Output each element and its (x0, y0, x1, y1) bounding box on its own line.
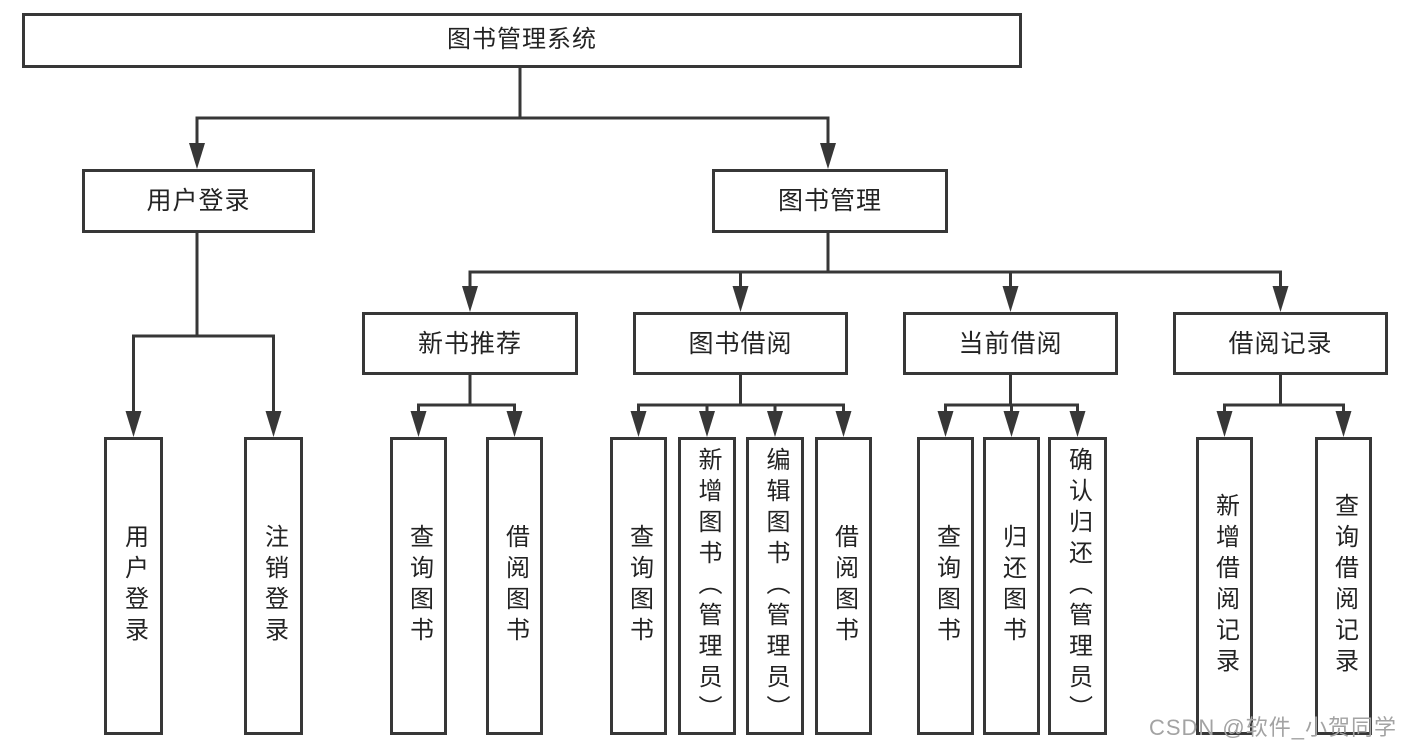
node-root-library-system: 图书管理系统 (22, 13, 1022, 68)
csdn-watermark: CSDN @软件_小贺同学 (1148, 715, 1397, 740)
node-leaf-query-books-recommend-label: 查询图书 (405, 524, 433, 648)
node-leaf-add-books-admin: 新增图书（管理员） (678, 437, 736, 735)
node-new-book-recommend-label: 新书推荐 (417, 329, 522, 358)
node-leaf-user-login: 用户登录 (104, 437, 163, 735)
node-leaf-query-borrow-record-label: 查询借阅记录 (1330, 493, 1358, 679)
connector-user-login-children (125, 233, 282, 437)
node-leaf-edit-books-admin: 编辑图书（管理员） (746, 437, 804, 735)
node-leaf-query-books-borrowing: 查询图书 (610, 437, 667, 735)
node-book-management-label: 图书管理 (777, 187, 882, 215)
node-leaf-query-books-current-label: 查询图书 (932, 524, 960, 648)
node-leaf-confirm-return-admin-label: 确认归还（管理员） (1064, 446, 1092, 726)
node-leaf-return-books: 归还图书 (983, 437, 1040, 735)
connector-borrowing-records-children (1216, 375, 1352, 437)
node-book-borrowing-label: 图书借阅 (688, 329, 793, 358)
node-leaf-query-books-recommend: 查询图书 (390, 437, 447, 735)
connector-new-book-children (410, 375, 523, 437)
node-leaf-query-books-current: 查询图书 (917, 437, 974, 735)
node-leaf-edit-books-admin-label: 编辑图书（管理员） (762, 446, 789, 726)
node-root-label: 图书管理系统 (447, 26, 597, 54)
node-current-borrowing-label: 当前借阅 (958, 329, 1063, 358)
node-leaf-borrow-books-recommend-label: 借阅图书 (501, 524, 529, 648)
node-leaf-add-books-admin-label: 新增图书（管理员） (694, 446, 721, 726)
node-leaf-add-borrow-record-label: 新增借阅记录 (1211, 493, 1239, 679)
node-borrowing-records: 借阅记录 (1173, 312, 1388, 375)
node-leaf-confirm-return-admin: 确认归还（管理员） (1048, 437, 1107, 735)
node-leaf-add-borrow-record: 新增借阅记录 (1196, 437, 1253, 735)
connector-book-borrowing-children (630, 375, 852, 437)
connector-current-borrowing-children (937, 375, 1086, 437)
node-leaf-borrow-books-recommend: 借阅图书 (486, 437, 543, 735)
node-user-login-label: 用户登录 (146, 187, 251, 215)
connector-book-management-children (462, 233, 1289, 312)
node-current-borrowing: 当前借阅 (903, 312, 1118, 375)
node-book-management: 图书管理 (712, 169, 948, 233)
node-leaf-query-borrow-record: 查询借阅记录 (1315, 437, 1372, 735)
node-user-login: 用户登录 (82, 169, 315, 233)
node-book-borrowing: 图书借阅 (633, 312, 848, 375)
node-leaf-logout-label: 注销登录 (260, 524, 288, 648)
node-leaf-user-login-label: 用户登录 (120, 524, 148, 648)
node-leaf-logout: 注销登录 (244, 437, 303, 735)
node-leaf-borrow-books: 借阅图书 (815, 437, 872, 735)
node-borrowing-records-label: 借阅记录 (1228, 329, 1333, 358)
node-leaf-borrow-books-label: 借阅图书 (830, 524, 858, 648)
node-leaf-return-books-label: 归还图书 (998, 524, 1026, 648)
connector-root-to-level1 (189, 68, 836, 169)
node-leaf-query-books-borrowing-label: 查询图书 (625, 524, 653, 648)
node-new-book-recommend: 新书推荐 (362, 312, 578, 375)
